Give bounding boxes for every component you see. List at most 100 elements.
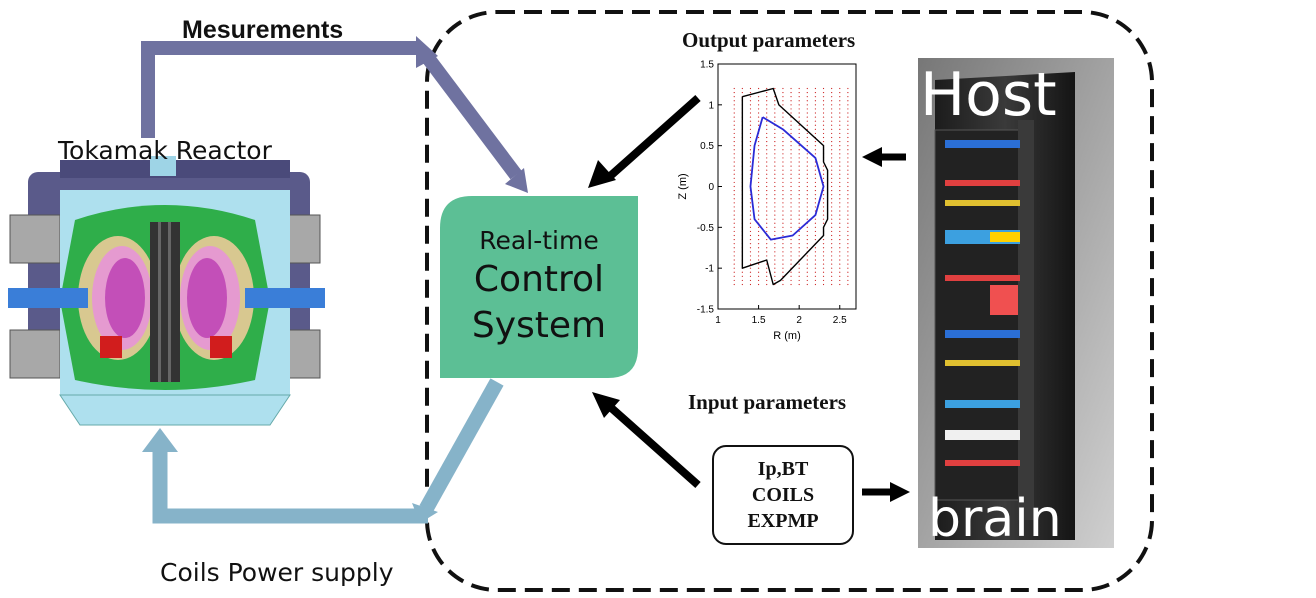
grid-point <box>782 91 784 94</box>
grid-point <box>822 136 825 139</box>
grid-point <box>847 116 849 118</box>
grid-point <box>839 177 841 179</box>
grid-point <box>822 247 825 249</box>
grid-point <box>749 275 752 277</box>
grid-point <box>798 198 800 200</box>
grid-point <box>790 222 792 224</box>
grid-point <box>766 247 768 249</box>
grid-point <box>822 169 825 171</box>
grid-point <box>831 104 833 106</box>
grid-point <box>839 230 841 233</box>
grid-point <box>839 132 841 135</box>
grid-point <box>766 198 768 200</box>
grid-point <box>814 185 817 188</box>
grid-point <box>806 283 808 286</box>
grid-point <box>782 198 784 200</box>
grid-point <box>814 222 817 224</box>
grid-point <box>839 116 841 118</box>
grid-point <box>814 283 817 286</box>
grid-point <box>806 100 808 102</box>
grid-point <box>798 136 800 139</box>
grid-point <box>831 251 833 253</box>
grid-point <box>822 128 825 130</box>
grid-point <box>733 218 735 220</box>
grid-point <box>749 157 752 159</box>
grid-point <box>847 161 849 163</box>
grid-point <box>790 247 792 249</box>
grid-point <box>782 124 784 126</box>
grid-point <box>790 120 792 122</box>
grid-point <box>798 128 800 130</box>
measurements-arrow <box>141 36 528 193</box>
grid-point <box>814 267 817 269</box>
grid-point <box>790 271 792 273</box>
grid-point <box>798 283 800 286</box>
grid-point <box>806 218 808 220</box>
grid-point <box>757 165 760 167</box>
grid-point <box>798 210 800 212</box>
grid-point <box>749 202 752 204</box>
grid-point <box>798 145 800 147</box>
grid-point <box>749 96 752 98</box>
grid-point <box>749 234 752 237</box>
grid-point <box>798 169 800 171</box>
control-system-line3: System <box>471 305 607 346</box>
grid-point <box>822 263 825 265</box>
grid-point <box>790 214 792 216</box>
grid-point <box>847 177 849 179</box>
grid-point <box>822 259 825 261</box>
grid-point <box>733 251 735 253</box>
grid-point <box>749 112 752 114</box>
grid-point <box>774 263 776 265</box>
grid-point <box>831 145 833 147</box>
grid-point <box>782 222 784 224</box>
grid-point <box>814 112 817 114</box>
grid-point <box>822 120 825 122</box>
grid-point <box>774 247 776 249</box>
grid-point <box>831 218 833 220</box>
grid-point <box>847 234 849 237</box>
grid-point <box>782 247 784 249</box>
grid-point <box>782 218 784 220</box>
grid-point <box>790 210 792 212</box>
grid-point <box>782 210 784 212</box>
input-parameters-box: Ip,BT COILS EXPMP <box>712 445 854 545</box>
grid-point <box>831 136 833 139</box>
grid-point <box>733 128 735 130</box>
grid-point <box>790 153 792 155</box>
grid-point <box>766 194 768 196</box>
grid-point <box>814 140 817 143</box>
grid-point <box>757 238 760 241</box>
coils-power-arrow <box>142 378 504 524</box>
grid-point <box>733 145 735 147</box>
grid-point <box>757 283 760 286</box>
grid-point <box>798 165 800 167</box>
grid-point <box>782 149 784 151</box>
grid-point <box>749 198 752 200</box>
grid-point <box>839 206 841 208</box>
grid-point <box>806 185 808 188</box>
grid-point <box>847 259 849 261</box>
grid-point <box>847 194 849 196</box>
grid-point <box>798 214 800 216</box>
grid-point <box>790 189 792 192</box>
grid-point <box>790 165 792 167</box>
grid-point <box>733 194 735 196</box>
grid-point <box>733 271 735 273</box>
grid-point <box>790 104 792 106</box>
grid-point <box>733 185 735 188</box>
chart-series <box>741 87 829 286</box>
grid-point <box>757 226 760 228</box>
grid-point <box>766 161 768 163</box>
grid-point <box>782 136 784 139</box>
grid-point <box>782 100 784 102</box>
grid-point <box>749 91 752 94</box>
grid-point <box>798 275 800 277</box>
grid-point <box>806 96 808 98</box>
grid-point <box>798 91 800 94</box>
grid-point <box>757 181 760 184</box>
grid-point <box>814 91 817 94</box>
grid-point <box>839 87 841 90</box>
grid-point <box>749 267 752 269</box>
grid-point <box>798 104 800 106</box>
